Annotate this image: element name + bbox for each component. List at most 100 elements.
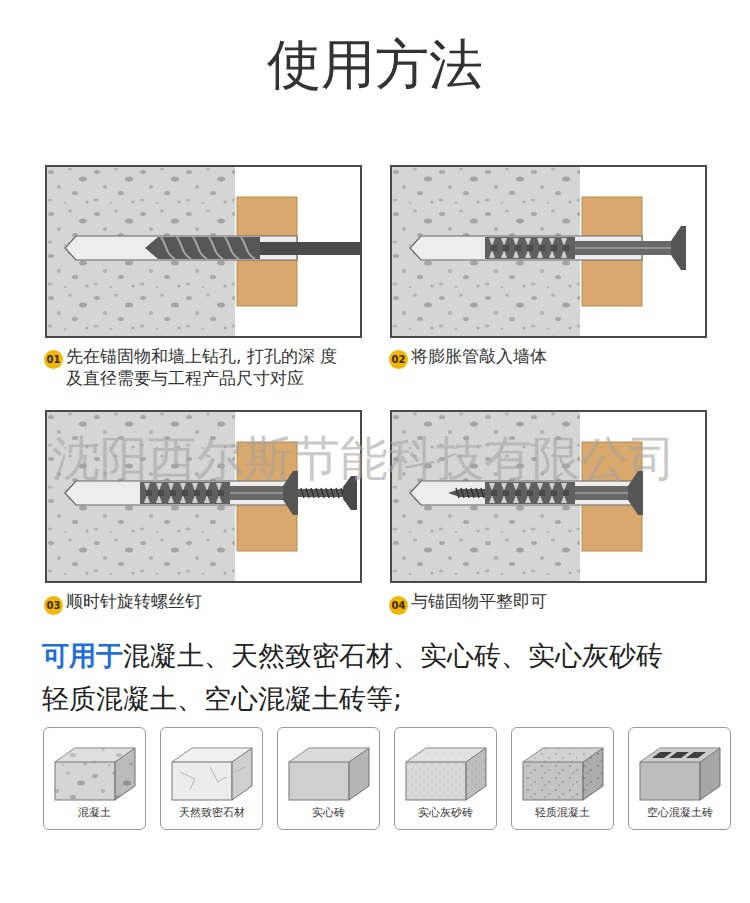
material-label: 混凝土 [44, 805, 145, 820]
drill-bit [145, 237, 260, 259]
drawing-stroke [539, 490, 545, 496]
expansion-plug [485, 237, 575, 259]
drawing-stroke [640, 748, 720, 762]
drill-shank [245, 242, 362, 255]
drawing-stroke [316, 488, 319, 498]
drawing-stroke [172, 762, 232, 800]
material-block [523, 748, 603, 800]
drawing-stroke [180, 767, 245, 789]
callout-number: 01 [44, 350, 63, 369]
drawing-stroke [289, 748, 369, 762]
drawing-stroke [575, 248, 673, 249]
drawing-stroke [158, 490, 164, 496]
material-block [406, 748, 486, 800]
drawing-stroke [326, 488, 329, 498]
drawing-stroke [331, 488, 334, 498]
drawing-stroke [172, 748, 252, 762]
drawing-stroke [289, 762, 349, 800]
step-caption: 与锚固物平整即可 [411, 590, 693, 612]
drawing-stroke [194, 490, 200, 496]
drawing-stroke [225, 237, 239, 259]
material-block [289, 748, 369, 800]
material-block [55, 748, 135, 800]
plug-sleeve [230, 486, 285, 500]
step-caption: 先在锚固物和墙上钻孔, 打孔的深 度及直径需要与工程产品尺寸对应 [66, 345, 348, 389]
drawing-stroke [563, 245, 569, 251]
drawing-stroke [686, 752, 706, 758]
material-label: 实心砖 [278, 805, 379, 820]
callout-number: 04 [389, 596, 408, 615]
material-tile: 轻质混凝土 [511, 727, 614, 830]
drawing-stroke [177, 237, 191, 259]
page-title: 使用方法 [0, 30, 750, 100]
material-tile: 空心混凝土砖 [628, 727, 731, 830]
drawing-stroke [170, 490, 176, 496]
plug-sleeve [575, 486, 630, 500]
drawing-stroke [515, 490, 521, 496]
step-caption: 将膨胀管敲入墙体 [411, 345, 693, 367]
material-tile: 实心砖 [277, 727, 380, 830]
drawing-stroke [193, 237, 207, 259]
usage-lead: 可用于 [42, 640, 123, 671]
drawing-stroke [503, 245, 509, 251]
usage-list: 混凝土、天然致密石材、实心砖、实心灰砂砖 轻质混凝土、空心混凝土砖等; [42, 640, 663, 714]
drawing-stroke [539, 245, 545, 251]
panel-ground [390, 165, 707, 338]
drawing-stroke [161, 237, 175, 259]
material-block [640, 748, 720, 800]
drawing-stroke [551, 490, 557, 496]
step-panel: 先在锚固物和墙上钻孔, 打孔的深 度及直径需要与工程产品尺寸对应 [45, 165, 362, 338]
material-tile: 实心灰砂砖 [394, 727, 497, 830]
material-tile: 天然致密石材 [160, 727, 263, 830]
drawing-stroke [466, 488, 469, 498]
drawing-stroke [209, 237, 223, 259]
drawing-stroke [523, 748, 603, 762]
drawing-stroke [476, 488, 479, 498]
drawing-stroke [461, 488, 464, 498]
drawing-stroke [306, 488, 309, 498]
drawing-stroke [55, 748, 135, 762]
drawing-stroke [182, 490, 188, 496]
drawing-stroke [241, 237, 255, 259]
screw-shank [298, 489, 345, 497]
drawing-stroke [515, 245, 521, 251]
material-block [172, 748, 252, 800]
material-label: 轻质混凝土 [512, 805, 613, 820]
material-label: 天然致密石材 [161, 805, 262, 820]
panel-ground [45, 165, 362, 338]
usage-note: 可用于混凝土、天然致密石材、实心砖、实心灰砂砖 轻质混凝土、空心混凝土砖等; [42, 634, 682, 720]
drawing-stroke [146, 490, 152, 496]
screw-tip [448, 489, 485, 497]
drawing-stroke [491, 490, 497, 496]
drawing-stroke [406, 748, 486, 762]
step-panel: 将膨胀管敲入墙体 [390, 165, 707, 338]
material-label: 空心混凝土砖 [629, 805, 730, 820]
drawing-stroke [321, 488, 324, 498]
drawing-stroke [301, 488, 304, 498]
drawing-stroke [336, 488, 339, 498]
drawing-stroke [669, 752, 689, 758]
drawing-stroke [471, 488, 474, 498]
material-tile: 混凝土 [43, 727, 146, 830]
drawing-stroke [503, 490, 509, 496]
drawing-stroke [551, 245, 557, 251]
drawing-stroke [523, 762, 583, 800]
drawing-stroke [652, 752, 672, 758]
drawing-stroke [527, 245, 533, 251]
drawing-stroke [481, 488, 484, 498]
callout-number: 02 [389, 350, 408, 369]
callout-number: 03 [44, 596, 63, 615]
drawing-stroke [206, 490, 212, 496]
drawing-stroke [55, 762, 115, 800]
plug-flange [671, 226, 686, 270]
step-caption: 顺时针旋转螺丝钉 [66, 590, 348, 612]
drawing-stroke [527, 490, 533, 496]
watermark: 沈阳西尔斯节能科技有限公司 [52, 428, 676, 488]
drawing-stroke [491, 245, 497, 251]
drawing-stroke [218, 490, 224, 496]
drawing-stroke [456, 488, 459, 498]
drawing-stroke [406, 762, 466, 800]
drawing-stroke [575, 493, 630, 494]
drawing-stroke [563, 490, 569, 496]
plug-sleeve [575, 241, 673, 255]
